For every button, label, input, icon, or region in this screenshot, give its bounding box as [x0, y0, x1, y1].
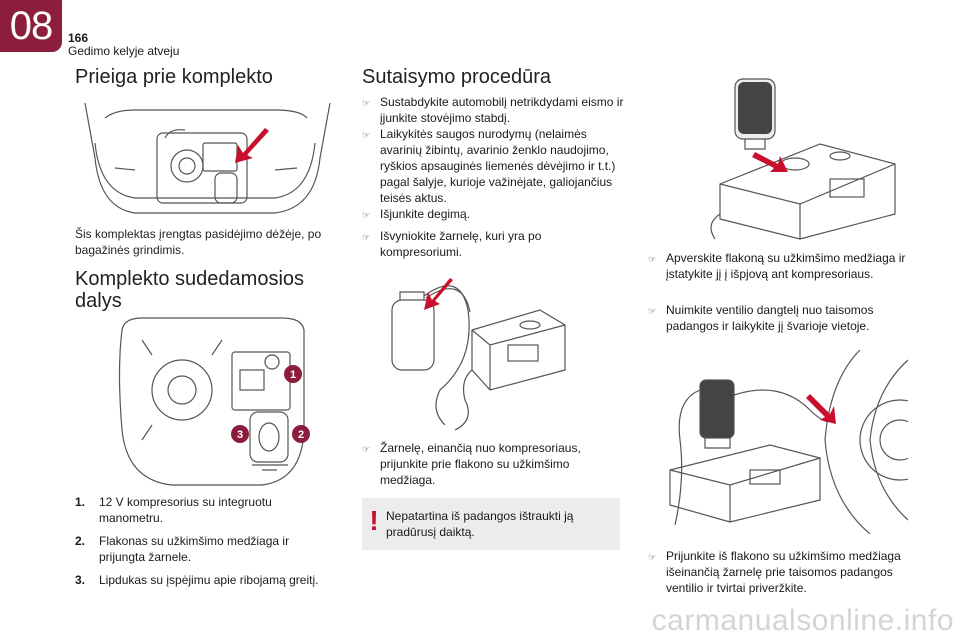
step-item: ☞ Apverskite flakoną su užkimšimo medžia…: [648, 251, 906, 281]
bullet-icon: ☞: [362, 445, 371, 455]
watermark: carmanualsonline.info: [651, 604, 954, 637]
bullet-icon: ☞: [362, 211, 371, 221]
step-item: ☞ Išvyniokite žarnelę, kuri yra po kompr…: [362, 229, 542, 259]
warning-box: ! Nepatartina iš padangos ištraukti ją p…: [362, 498, 620, 550]
section-title: Gedimo kelyje atveju: [68, 44, 180, 58]
bottle-on-compressor-illustration: [700, 74, 900, 242]
bullet-icon: ☞: [648, 553, 657, 563]
title-procedure: Sutaisymo procedūra: [362, 66, 551, 88]
tyre-valve-illustration: [660, 350, 908, 534]
kit-parts-illustration: 1 2 3: [112, 310, 310, 492]
trunk-kit-illustration: [75, 98, 337, 218]
title-access: Prieiga prie komplekto: [75, 66, 273, 88]
step-item: ☞ Nuimkite ventilio dangtelį nuo taisomo…: [648, 303, 874, 333]
bullet-icon: ☞: [362, 233, 371, 243]
bullet-icon: ☞: [648, 255, 657, 265]
compressor-hose-illustration: [380, 270, 568, 432]
label-1: 1: [290, 369, 296, 381]
list-item: 1. 12 V kompresorius su integruotu manom…: [75, 495, 272, 525]
step-item: ☞ Laikykitės saugos nurodymų (nelaimės a…: [362, 127, 616, 205]
parts-list: 1. 12 V kompresorius su integruotu manom…: [75, 494, 335, 595]
warning-text: Nepatartina iš padangos ištraukti ją pra…: [386, 509, 574, 539]
label-3: 3: [237, 429, 243, 441]
warning-icon: !: [369, 505, 379, 536]
step-item: ☞ Prijunkite iš flakono su užkimšimo med…: [648, 549, 901, 595]
bullet-icon: ☞: [362, 131, 371, 141]
bullet-icon: ☞: [648, 307, 657, 317]
step-item: ☞ Išjunkite degimą.: [362, 206, 624, 224]
list-item: 3. Lipdukas su įspėjimu apie ribojamą gr…: [75, 573, 319, 587]
list-item: 2. Flakonas su užkimšimo medžiaga ir pri…: [75, 534, 290, 564]
access-text: Šis komplektas įrengtas pasidėjimo dėžėj…: [75, 227, 322, 257]
chapter-tab: 08: [0, 0, 62, 52]
title-parts: Komplekto sudedamosios dalys: [75, 268, 305, 312]
step-item: ☞ Sustabdykite automobilį netrikdydami e…: [362, 95, 624, 125]
bullet-icon: ☞: [362, 99, 371, 109]
step-item: ☞ Žarnelę, einančią nuo kompresoriaus, p…: [362, 441, 581, 487]
label-2: 2: [298, 429, 304, 441]
page-number: 166: [68, 31, 89, 45]
